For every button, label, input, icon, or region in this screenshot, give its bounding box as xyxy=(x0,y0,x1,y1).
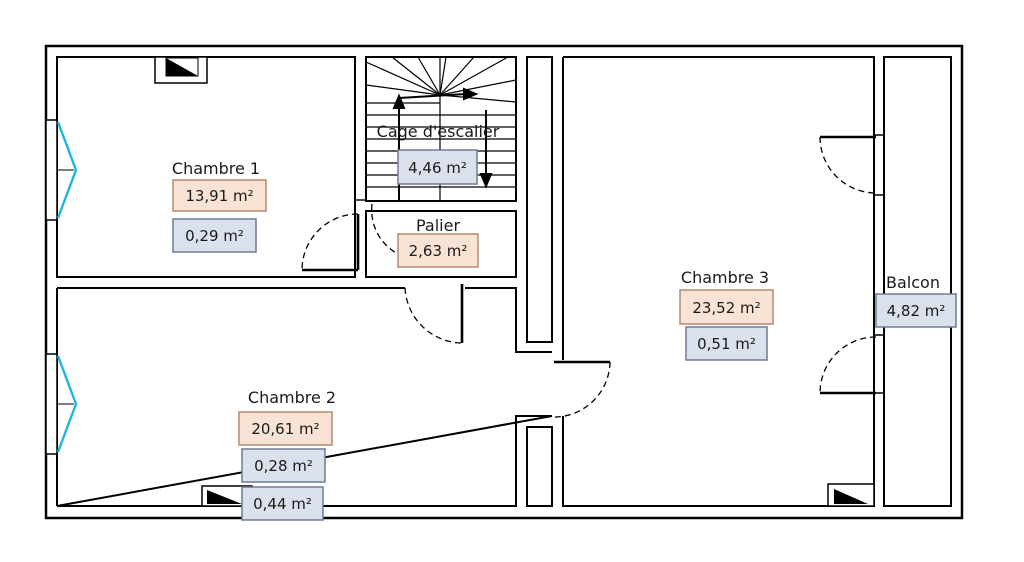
label-chambre-2: Chambre 2 xyxy=(248,388,336,407)
chimney-symbol-chambre-3 xyxy=(827,483,875,507)
area-box-cage: 4,46 m² xyxy=(397,149,478,185)
room-palier xyxy=(365,210,517,278)
label-cage-escalier: Cage d'escalier xyxy=(377,122,500,141)
door-chambre-2 xyxy=(404,284,464,344)
door-balcon-upper xyxy=(819,135,877,194)
room-cage-escalier xyxy=(365,56,517,202)
svg-text:13,91 m²: 13,91 m² xyxy=(185,187,253,205)
chimney-symbol-chambre-1 xyxy=(154,56,208,84)
label-palier: Palier xyxy=(416,216,460,235)
door-balcon-lower xyxy=(819,336,877,395)
area-box-chambre-2-tertiary: 0,44 m² xyxy=(241,486,324,521)
label-chambre-3: Chambre 3 xyxy=(681,268,769,287)
svg-text:0,51 m²: 0,51 m² xyxy=(697,335,756,353)
svg-text:0,29 m²: 0,29 m² xyxy=(185,227,244,245)
svg-text:2,63 m²: 2,63 m² xyxy=(409,242,468,260)
door-chambre-1 xyxy=(301,213,360,272)
area-box-balcon: 4,82 m² xyxy=(875,293,957,328)
room-balcon xyxy=(883,56,952,507)
svg-text:4,46 m²: 4,46 m² xyxy=(408,159,467,177)
label-balcon: Balcon xyxy=(886,273,940,292)
duct-strip-lower xyxy=(526,426,553,507)
room-chambre-2 xyxy=(56,287,553,507)
svg-text:0,44 m²: 0,44 m² xyxy=(253,495,312,513)
door-chambre-3 xyxy=(553,360,611,418)
area-box-chambre-3-secondary: 0,51 m² xyxy=(685,326,768,361)
window-chambre-1 xyxy=(45,119,78,221)
svg-text:0,28 m²: 0,28 m² xyxy=(254,457,313,475)
svg-text:20,61 m²: 20,61 m² xyxy=(251,420,319,438)
chimney-symbol-chambre-2 xyxy=(201,485,253,507)
area-box-palier: 2,63 m² xyxy=(397,233,479,268)
area-box-chambre-1-secondary: 0,29 m² xyxy=(172,218,257,253)
duct-strip-upper xyxy=(526,56,553,343)
stair-treads xyxy=(365,56,517,201)
area-box-chambre-2-main: 20,61 m² xyxy=(238,411,333,446)
area-box-chambre-1-main: 13,91 m² xyxy=(172,179,267,212)
label-chambre-1: Chambre 1 xyxy=(172,159,260,178)
svg-text:4,82 m²: 4,82 m² xyxy=(887,302,946,320)
area-box-chambre-2-secondary: 0,28 m² xyxy=(241,448,326,483)
exterior-wall xyxy=(44,44,964,520)
window-chambre-2 xyxy=(45,353,78,455)
area-box-chambre-3-main: 23,52 m² xyxy=(679,289,774,325)
door-cage xyxy=(370,203,399,255)
svg-text:23,52 m²: 23,52 m² xyxy=(692,299,760,317)
